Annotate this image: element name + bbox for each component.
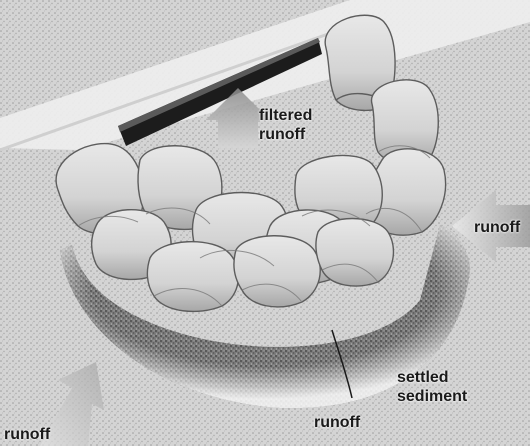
label-runoff-bottom: runoff xyxy=(314,413,360,432)
label-runoff-left: runoff xyxy=(4,425,50,444)
label-settled-sediment: settled sediment xyxy=(397,368,467,406)
label-runoff-right: runoff xyxy=(474,218,520,237)
label-filtered-runoff: filtered runoff xyxy=(259,106,312,144)
